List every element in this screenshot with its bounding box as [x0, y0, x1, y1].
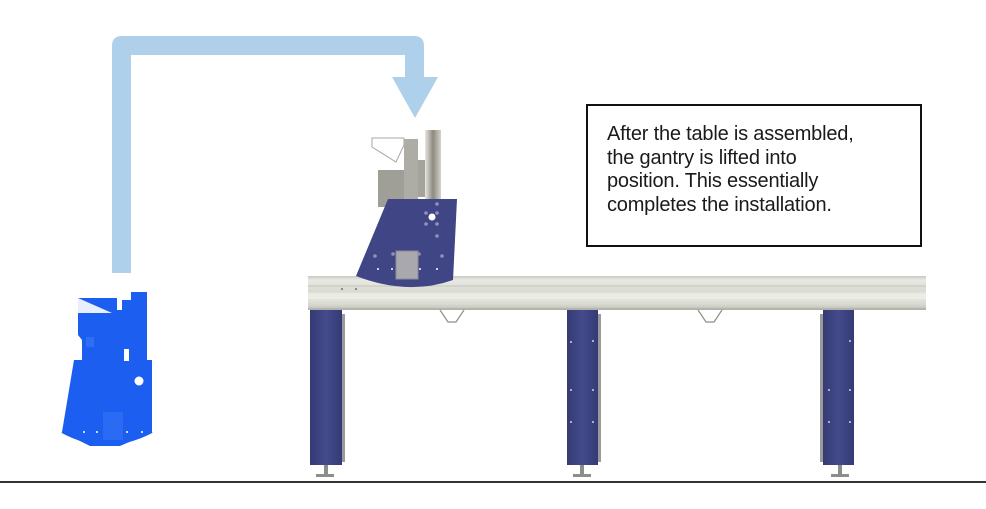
gantry-installed — [356, 130, 457, 288]
callout-box: After the table is assembled, the gantry… — [586, 104, 922, 247]
gantry-before-lift — [61, 292, 153, 446]
table-leg — [310, 310, 345, 477]
table-legs — [310, 309, 854, 477]
callout-text: After the table is assembled, the gantry… — [607, 123, 854, 216]
floor-line — [0, 481, 986, 483]
table-leg — [820, 310, 854, 477]
lift-arrow — [112, 36, 438, 273]
table-leg — [567, 310, 601, 477]
